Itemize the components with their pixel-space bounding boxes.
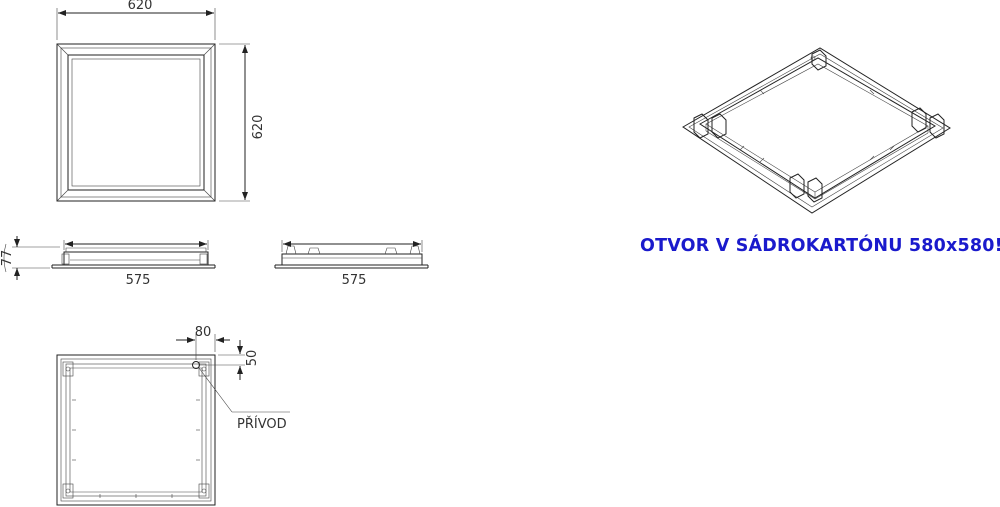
- ceiling-opening-note: OTVOR V SÁDROKARTÓNU 580x580!: [640, 236, 1000, 256]
- bottom-view: PŘÍVOD 80 50: [56, 325, 290, 506]
- side-a-width-dimension: 575: [126, 273, 151, 288]
- side-a-height-dimension: 77: [0, 250, 15, 267]
- top-height-dimension: 620: [251, 115, 266, 140]
- top-view: 620 620: [56, 0, 266, 202]
- side-view-b: 575: [274, 240, 429, 288]
- feed-label: PŘÍVOD: [237, 416, 287, 432]
- side-b-width-dimension: 575: [342, 273, 367, 288]
- isometric-view: [682, 47, 951, 214]
- top-width-dimension: 620: [128, 0, 153, 13]
- offset-x-dimension: 80: [195, 325, 212, 340]
- side-view-a: 575 77: [0, 236, 216, 288]
- offset-y-dimension: 50: [245, 350, 260, 367]
